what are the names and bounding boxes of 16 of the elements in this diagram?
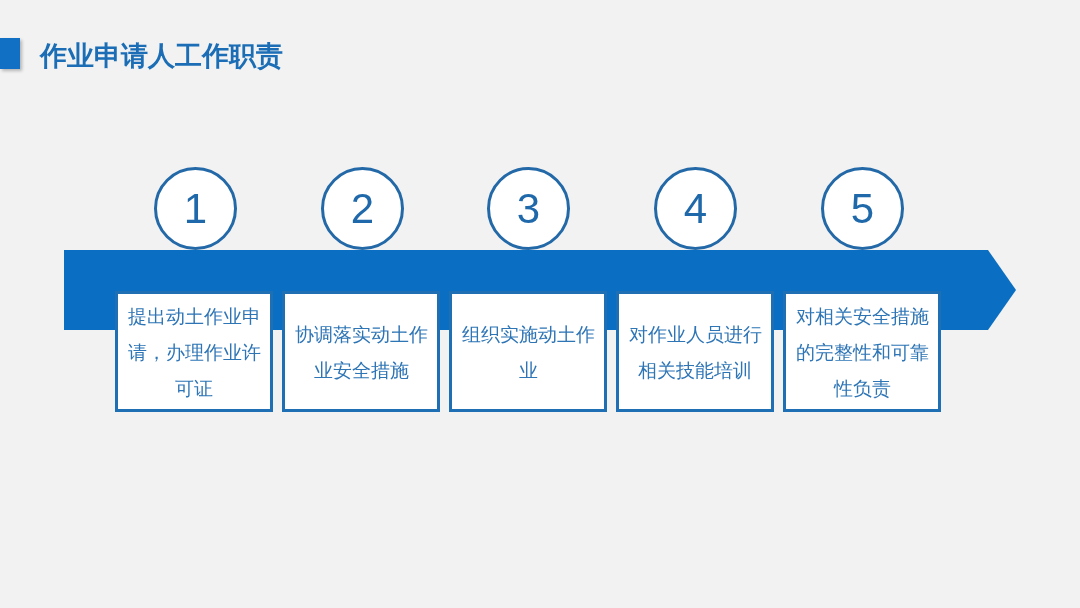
duty-card — [115, 291, 273, 412]
step-number-circle: 3 — [487, 167, 570, 250]
duty-text: 协调落实动土作业安全措施 — [293, 321, 429, 383]
duty-text: 提出动土作业申请，办理作业许可证 — [126, 303, 262, 401]
slide-title: 作业申请人工作职责 — [40, 39, 283, 73]
duty-card — [449, 291, 607, 412]
duty-card — [282, 291, 440, 412]
step-number-circle: 5 — [821, 167, 904, 250]
step-number-circle: 1 — [154, 167, 237, 250]
step-number-circle: 4 — [654, 167, 737, 250]
duty-card — [783, 291, 941, 412]
duty-text: 对相关安全措施的完整性和可靠性负责 — [794, 303, 930, 401]
step-number-circle: 2 — [321, 167, 404, 250]
duty-text: 对作业人员进行相关技能培训 — [627, 321, 763, 383]
duty-text: 组织实施动土作业 — [460, 321, 596, 383]
duty-card — [616, 291, 774, 412]
